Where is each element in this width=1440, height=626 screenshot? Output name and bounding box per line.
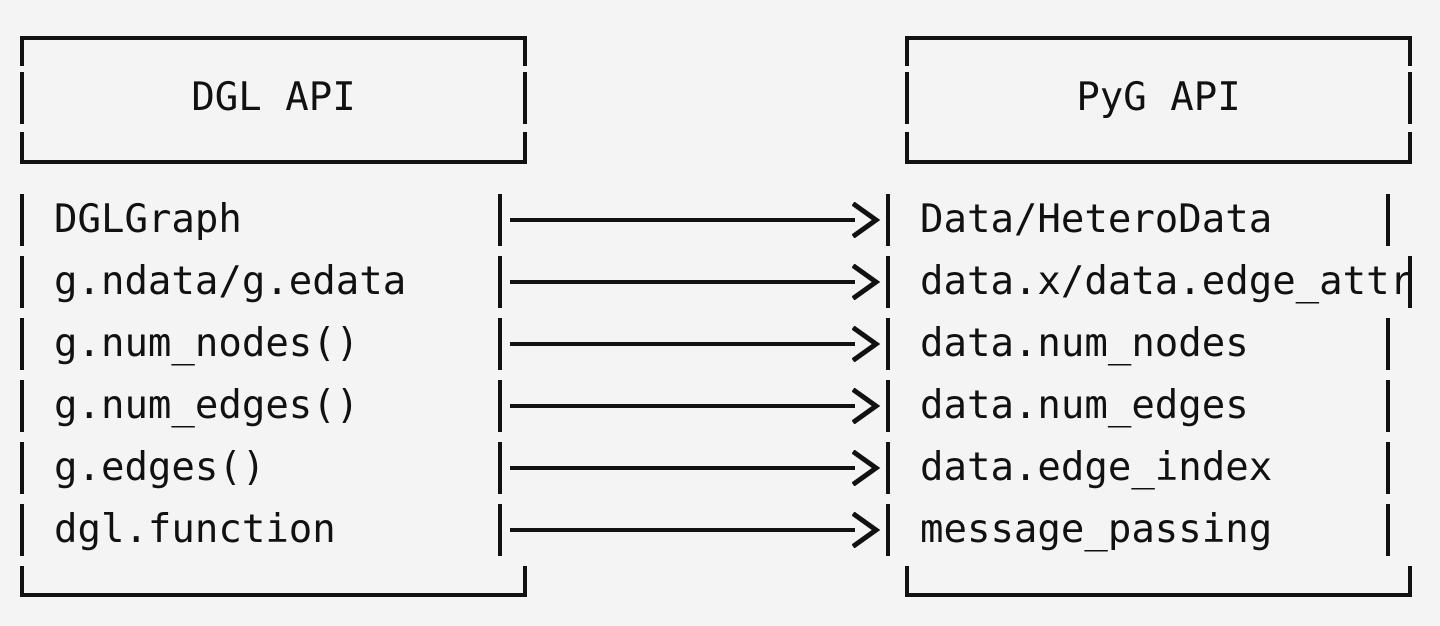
right-panel-bottom-right-bar xyxy=(1408,566,1412,597)
left-row-5-right-bar xyxy=(498,442,502,494)
right-panel-bottom-border xyxy=(905,593,1412,597)
right-row-1-left-bar xyxy=(886,194,890,246)
right-row-6-left-bar xyxy=(886,504,890,556)
right-row-6-right-bar xyxy=(1386,504,1390,556)
left-row-2-right-bar xyxy=(498,256,502,308)
right-panel-header-left-bar-lower xyxy=(905,132,909,164)
right-panel-bottom-left-bar xyxy=(905,566,909,597)
left-row-5-left-bar xyxy=(20,442,24,494)
right-row-5-label: data.edge_index xyxy=(920,445,1273,490)
left-row-2-label: g.ndata/g.edata xyxy=(54,259,407,304)
right-panel-title-left-bar xyxy=(905,72,909,124)
left-panel-title-right-bar xyxy=(523,72,527,124)
connector-arrow-5-line xyxy=(510,466,855,470)
right-row-3-left-bar xyxy=(886,318,890,370)
right-panel-title-right-bar xyxy=(1408,72,1412,124)
left-panel-header-right-bar-lower xyxy=(523,132,527,164)
left-row-4-left-bar xyxy=(20,380,24,432)
left-panel-title: DGL API xyxy=(191,75,356,120)
left-panel-header-left-bar-lower xyxy=(20,132,24,164)
right-panel-header-separator xyxy=(905,160,1412,164)
left-row-2-left-bar xyxy=(20,256,24,308)
left-panel-top-border xyxy=(20,36,527,40)
right-panel-header-right-bar-lower xyxy=(1408,132,1412,164)
left-row-1-label: DGLGraph xyxy=(54,197,242,242)
left-row-4-label: g.num_edges() xyxy=(54,383,360,428)
left-row-4-right-bar xyxy=(498,380,502,432)
dgl-api-panel: DGL API DGLGraph g.ndata/g.edata g.num_n… xyxy=(20,0,527,626)
right-row-4-label: data.num_edges xyxy=(920,383,1249,428)
right-panel-top-border xyxy=(905,36,1412,40)
connector-arrow-2-line xyxy=(510,280,855,284)
left-row-6-right-bar xyxy=(498,504,502,556)
left-row-6-label: dgl.function xyxy=(54,507,336,552)
left-panel-header-left-bar xyxy=(20,36,24,66)
left-panel-header-right-bar xyxy=(523,36,527,66)
left-row-1-left-bar xyxy=(20,194,24,246)
connector-arrow-4-line xyxy=(510,404,855,408)
left-panel-bottom-right-bar xyxy=(523,566,527,597)
pyg-api-panel: PyG API Data/HeteroData data.x/data.edge… xyxy=(886,0,1414,626)
left-row-1-right-bar xyxy=(498,194,502,246)
right-row-3-right-bar xyxy=(1386,318,1390,370)
left-panel-bottom-border xyxy=(20,593,527,597)
left-panel-header-separator xyxy=(20,160,527,164)
right-row-4-left-bar xyxy=(886,380,890,432)
connector-arrow-1-line xyxy=(510,218,855,222)
left-row-6-left-bar xyxy=(20,504,24,556)
right-row-5-left-bar xyxy=(886,442,890,494)
left-panel-bottom-left-bar xyxy=(20,566,24,597)
right-row-3-label: data.num_nodes xyxy=(920,321,1249,366)
right-row-5-right-bar xyxy=(1386,442,1390,494)
connector-arrow-3-line xyxy=(510,342,855,346)
left-panel-title-left-bar xyxy=(20,72,24,124)
right-panel-header-left-bar xyxy=(905,36,909,66)
right-row-1-label: Data/HeteroData xyxy=(920,197,1273,242)
right-row-1-right-bar xyxy=(1386,194,1390,246)
left-row-3-label: g.num_nodes() xyxy=(54,321,360,366)
right-panel-title: PyG API xyxy=(1076,75,1241,120)
left-row-5-label: g.edges() xyxy=(54,445,266,490)
right-row-2-right-bar xyxy=(1408,256,1412,308)
right-row-2-label: data.x/data.edge_attr xyxy=(920,259,1414,304)
connector-arrow-6-line xyxy=(510,528,855,532)
left-row-3-left-bar xyxy=(20,318,24,370)
right-row-4-right-bar xyxy=(1386,380,1390,432)
right-row-6-label: message_passing xyxy=(920,507,1273,552)
right-row-2-left-bar xyxy=(886,256,890,308)
right-panel-header-right-bar xyxy=(1408,36,1412,66)
left-row-3-right-bar xyxy=(498,318,502,370)
